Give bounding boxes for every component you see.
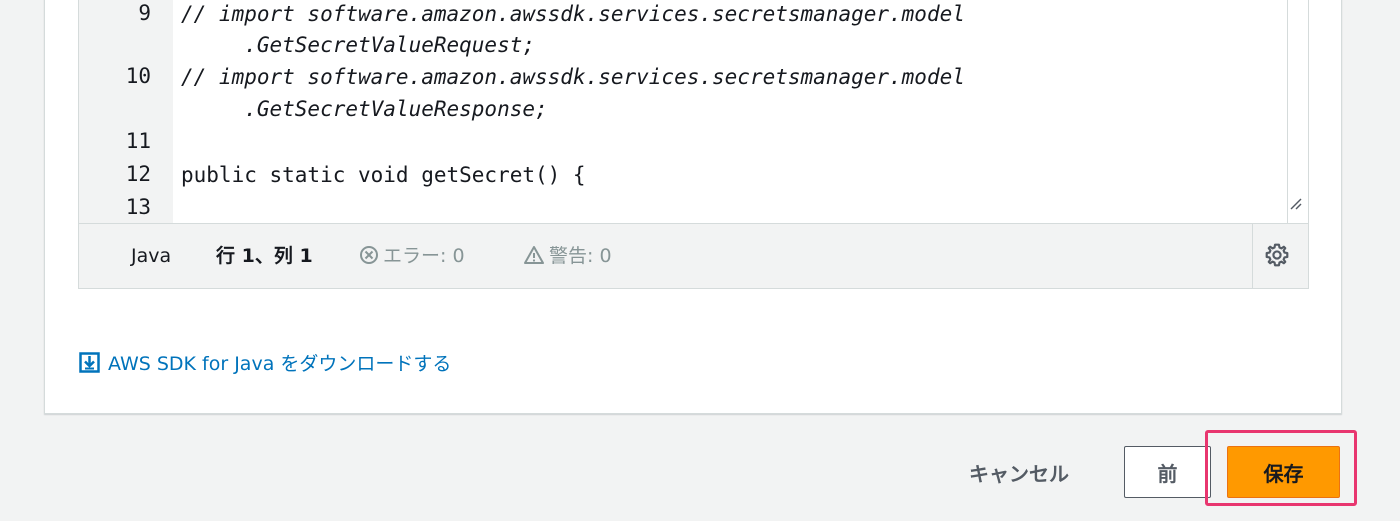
previous-button[interactable]: 前 bbox=[1124, 446, 1211, 498]
line-number: 9 bbox=[138, 1, 151, 25]
cursor-position: 行 1、列 1 bbox=[216, 245, 313, 267]
line-number: 10 bbox=[125, 64, 151, 88]
gear-icon[interactable] bbox=[1264, 242, 1290, 268]
settings-divider bbox=[1252, 224, 1253, 288]
code-line: // import software.amazon.awssdk.service… bbox=[181, 65, 965, 89]
vertical-scrollbar[interactable] bbox=[1287, 0, 1308, 223]
code-line: .GetSecretValueRequest; bbox=[181, 33, 536, 57]
save-button-highlight bbox=[1205, 430, 1357, 506]
resize-handle-icon[interactable] bbox=[1288, 196, 1302, 210]
code-editor: 9 10 11 12 13 // import software.amazon.… bbox=[78, 0, 1309, 289]
error-circle-icon bbox=[360, 246, 378, 264]
download-sdk-label: AWS SDK for Java をダウンロードする bbox=[108, 352, 452, 375]
warning-count-label: 警告: 0 bbox=[549, 245, 612, 267]
language-indicator[interactable]: Java bbox=[131, 245, 172, 267]
code-line: public static void getSecret() { bbox=[181, 163, 586, 187]
code-line: .GetSecretValueResponse; bbox=[181, 97, 548, 121]
line-number: 13 bbox=[125, 195, 151, 219]
warning-count[interactable]: 警告: 0 bbox=[523, 243, 612, 269]
error-count-label: エラー: 0 bbox=[383, 245, 465, 267]
code-text-area[interactable]: // import software.amazon.awssdk.service… bbox=[173, 0, 1287, 223]
cancel-button[interactable]: キャンセル bbox=[945, 446, 1093, 498]
download-icon bbox=[79, 351, 100, 373]
line-number: 12 bbox=[125, 162, 151, 186]
code-line: // import software.amazon.awssdk.service… bbox=[181, 2, 965, 26]
line-number-gutter: 9 10 11 12 13 bbox=[79, 0, 173, 223]
save-button[interactable]: 保存 bbox=[1227, 446, 1340, 498]
error-count[interactable]: エラー: 0 bbox=[359, 243, 465, 269]
editor-status-bar: Java 行 1、列 1 エラー: 0 警告: 0 bbox=[79, 223, 1308, 288]
warning-triangle-icon bbox=[524, 246, 544, 264]
download-sdk-link[interactable]: AWS SDK for Java をダウンロードする bbox=[79, 348, 451, 376]
line-number: 11 bbox=[125, 129, 151, 153]
